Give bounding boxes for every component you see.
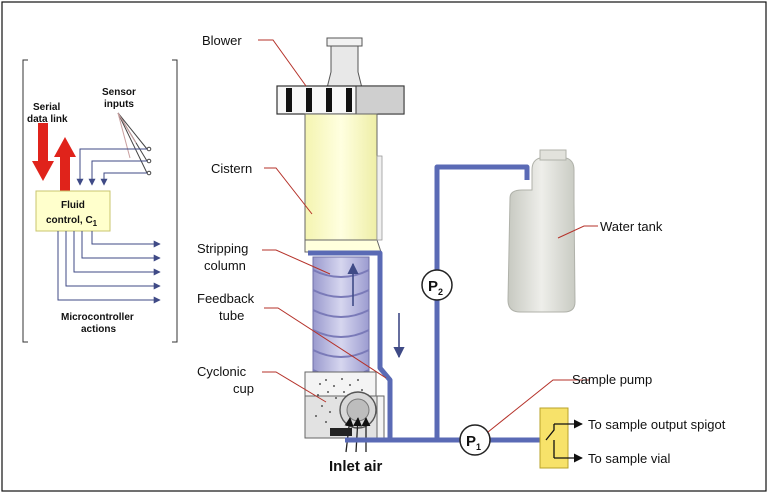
tank-supply-tube <box>434 164 530 440</box>
sensor-input-lines <box>76 112 152 186</box>
inlet-air-arrows <box>344 417 371 453</box>
output-valve <box>539 407 583 469</box>
blower-motor-block <box>355 85 405 115</box>
serial-data-link-label-2: data link <box>27 114 68 125</box>
fluid-control-label-1: Fluid <box>61 200 85 211</box>
to-sample-vial-label: To sample vial <box>588 451 670 466</box>
cyclonic-cup-label-2: cup <box>233 381 254 396</box>
fluid-control-label-2: control, C1 <box>46 215 98 228</box>
sensor-inputs-label-2: inputs <box>104 99 134 110</box>
serial-link-arrow-down <box>32 123 54 181</box>
output-valve-box <box>539 407 569 469</box>
stripping-column-label-2: column <box>204 258 246 273</box>
feedback-tube-label-1: Feedback <box>197 291 255 306</box>
cistern-base <box>304 239 382 253</box>
blower-shaft <box>326 43 363 89</box>
serial-link-arrow-up <box>54 137 76 195</box>
svg-text:P2: P2 <box>428 278 443 297</box>
cyclonic-cup <box>304 371 385 453</box>
pump-p1: P1 <box>459 424 491 456</box>
cistern <box>304 113 383 253</box>
microcontroller-actions-label-2: actions <box>81 324 116 335</box>
blower-cap <box>326 37 363 47</box>
controller-block: Serial data link Sensor inputs Fluid con… <box>22 59 178 343</box>
controller-bracket-left <box>22 59 28 343</box>
water-tank <box>507 149 576 313</box>
water-tank-body <box>507 151 576 313</box>
stripping-column-label-1: Stripping <box>197 241 248 256</box>
blower <box>276 37 405 115</box>
microcontroller-actions-label-1: Microcontroller <box>61 312 134 323</box>
water-tank-label: Water tank <box>600 219 663 234</box>
cistern-label: Cistern <box>211 161 252 176</box>
fluid-control-box <box>35 190 111 232</box>
water-tank-cap <box>539 149 567 161</box>
serial-data-link-label-1: Serial <box>33 102 60 113</box>
blower-label: Blower <box>202 33 242 48</box>
cyclonic-cup-outlet <box>330 428 352 436</box>
svg-text:P1: P1 <box>466 433 481 452</box>
pump-p2-label: P <box>428 278 438 295</box>
pump-p1-label: P <box>466 433 476 450</box>
pump-p2: P2 <box>421 269 453 301</box>
cistern-side-rail <box>376 155 383 241</box>
sample-pump-label: Sample pump <box>572 372 652 387</box>
to-sample-output-spigot-label: To sample output spigot <box>588 417 726 432</box>
feedback-tube <box>308 250 393 443</box>
action-output-lines <box>57 231 161 304</box>
cyclonic-droplets <box>315 378 363 423</box>
sensor-inputs-label-1: Sensor <box>102 87 136 98</box>
leader-lines <box>258 39 598 433</box>
feedback-tube-label-2: tube <box>219 308 244 323</box>
cyclonic-cup-label-1: Cyclonic <box>197 364 247 379</box>
cistern-body <box>304 113 378 241</box>
inlet-air-label: Inlet air <box>329 458 383 475</box>
controller-bracket-right <box>172 59 178 343</box>
